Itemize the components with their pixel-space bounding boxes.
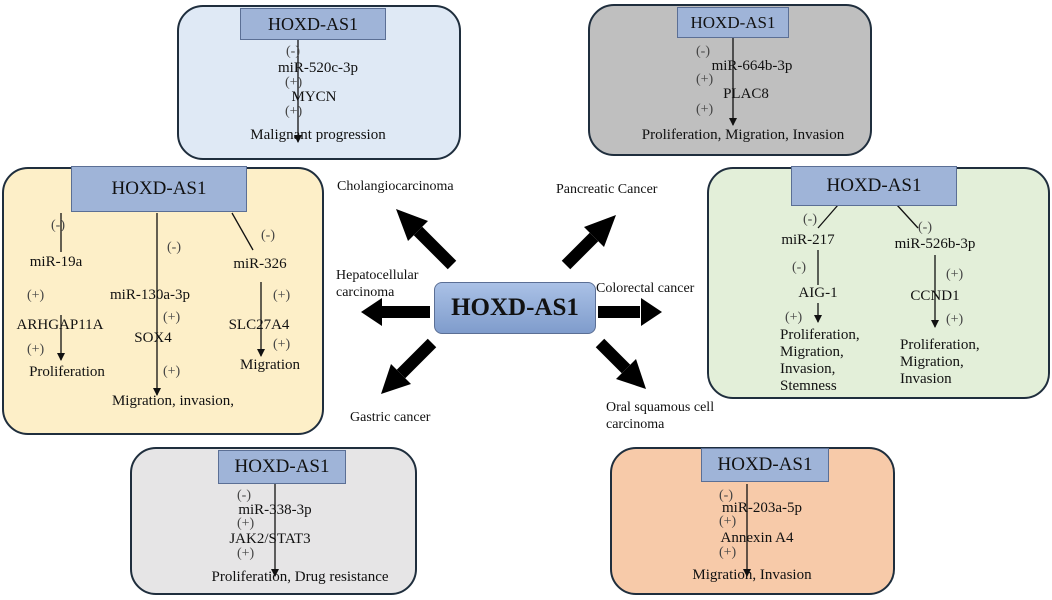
cholangio-mirna: miR-520c-3p xyxy=(278,60,358,76)
pancreatic-mirna: miR-664b-3p xyxy=(711,58,793,74)
cholangio-header: HOXD-AS1 xyxy=(240,8,386,40)
hcc-b3-mirna: miR-326 xyxy=(233,256,287,272)
crc-b1-sign-3: (+) xyxy=(785,310,803,325)
gastric-outcome: Proliferation, Drug resistance xyxy=(211,569,389,585)
hcc-b1-outcome: Proliferation xyxy=(29,364,105,380)
crc-b2-outcome-2: Migration, xyxy=(900,354,964,370)
crc-b1-outcome-2: Migration, xyxy=(780,344,844,360)
crc-b2-sign-1: (-) xyxy=(918,220,932,235)
cholangio-target: MYCN xyxy=(291,89,337,105)
cholangio-sign-3: (+) xyxy=(285,104,303,119)
crc-b2-sign-2: (+) xyxy=(946,267,964,282)
hcc-b3-outcome: Migration xyxy=(240,357,300,373)
hcc-b2-target: SOX4 xyxy=(134,330,172,346)
cholangio-sign-1: (-) xyxy=(286,44,300,59)
gastric-sign-3: (+) xyxy=(237,546,255,561)
crc-b1-outcome-1: Proliferation, xyxy=(780,327,860,343)
hcc-b2-mirna: miR-130a-3p xyxy=(110,287,190,303)
hcc-b2-outcome: Migration, invasion, xyxy=(111,393,235,409)
cholangio-sign-2: (+) xyxy=(285,75,303,90)
center-hoxd-as1-box: HOXD-AS1 xyxy=(434,282,596,334)
crc-b1-sign-1: (-) xyxy=(803,212,817,227)
pancreatic-outcome: Proliferation, Migration, Invasion xyxy=(641,127,845,143)
oral-sign-1: (-) xyxy=(719,488,733,503)
label-hepatocellular-line1: Hepatocellular xyxy=(336,268,419,283)
gastric-mirna: miR-338-3p xyxy=(238,502,312,518)
crc-header: HOXD-AS1 xyxy=(791,166,957,206)
label-oral-line2: carcinoma xyxy=(606,417,665,432)
oral-sign-3: (+) xyxy=(719,545,737,560)
hcc-b1-target: ARHGAP11A xyxy=(16,317,104,333)
oral-sign-2: (+) xyxy=(719,514,737,529)
gastric-header: HOXD-AS1 xyxy=(218,450,346,484)
label-hepatocellular-line2: carcinoma xyxy=(336,285,395,300)
hcc-b3-target: SLC27A4 xyxy=(228,317,290,333)
hcc-header: HOXD-AS1 xyxy=(71,166,247,212)
oral-outcome: Migration, Invasion xyxy=(692,567,812,583)
oral-mirna: miR-203a-5p xyxy=(722,500,802,516)
pancreatic-target: PLAC8 xyxy=(723,86,769,102)
crc-b1-outcome-4: Stemness xyxy=(780,378,837,394)
crc-b2-sign-3: (+) xyxy=(946,312,964,327)
label-cholangiocarcinoma: Cholangiocarcinoma xyxy=(337,179,454,194)
crc-b1-target: AIG-1 xyxy=(798,285,838,301)
pancreatic-sign-1: (-) xyxy=(696,44,710,59)
hcc-b1-sign-3: (+) xyxy=(27,342,45,357)
oral-header: HOXD-AS1 xyxy=(701,448,829,482)
crc-b2-outcome-1: Proliferation, xyxy=(900,337,980,353)
pancreatic-sign-2: (+) xyxy=(696,72,714,87)
crc-b2-outcome-3: Invasion xyxy=(900,371,952,387)
label-pancreatic-cancer: Pancreatic Cancer xyxy=(556,182,658,197)
hcc-b3-sign-1: (-) xyxy=(261,228,275,243)
crc-b2-target: CCND1 xyxy=(910,288,960,304)
hcc-b3-sign-2: (+) xyxy=(273,288,291,303)
hcc-b1-sign-2: (+) xyxy=(27,288,45,303)
crc-b1-sign-2: (-) xyxy=(792,260,806,275)
hcc-b3-sign-3: (+) xyxy=(273,337,291,352)
hcc-b2-sign-2: (+) xyxy=(163,310,181,325)
gastric-sign-2: (+) xyxy=(237,516,255,531)
crc-b1-mirna: miR-217 xyxy=(781,232,835,248)
label-oral-line1: Oral squamous cell xyxy=(606,400,715,415)
pancreatic-sign-3: (+) xyxy=(696,102,714,117)
label-colorectal-cancer: Colorectal cancer xyxy=(596,281,695,296)
hcc-b2-sign-3: (+) xyxy=(163,364,181,379)
cholangio-outcome: Malignant progression xyxy=(250,127,386,143)
hcc-b1-mirna: miR-19a xyxy=(29,254,83,270)
oral-target: Annexin A4 xyxy=(720,530,794,546)
crc-b1-outcome-3: Invasion, xyxy=(780,361,836,377)
pancreatic-header: HOXD-AS1 xyxy=(677,7,789,38)
gastric-target: JAK2/STAT3 xyxy=(229,531,311,547)
hcc-b2-sign-1: (-) xyxy=(167,240,181,255)
hcc-b1-sign-1: (-) xyxy=(51,218,65,233)
gastric-sign-1: (-) xyxy=(237,488,251,503)
crc-b2-mirna: miR-526b-3p xyxy=(894,236,976,252)
label-gastric-cancer: Gastric cancer xyxy=(350,410,431,425)
